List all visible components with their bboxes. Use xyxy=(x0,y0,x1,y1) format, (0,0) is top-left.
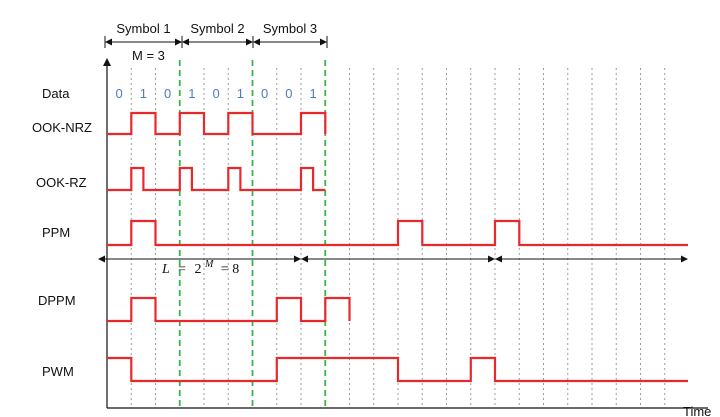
data-bit: 1 xyxy=(188,86,195,101)
ook-rz-waveform xyxy=(107,166,326,192)
frame-length-lhs: L xyxy=(161,262,170,277)
dppm-waveform xyxy=(107,296,351,323)
data-bit: 0 xyxy=(213,86,220,101)
ook-nrz-waveform xyxy=(107,111,327,136)
row-label-dppm: DPPM xyxy=(38,293,76,308)
waveforms xyxy=(107,111,688,383)
data-bits: 0 1 0 1 0 1 0 0 1 xyxy=(116,86,317,101)
row-label-ppm: PPM xyxy=(42,225,70,240)
frame-span-arrow-head-left xyxy=(301,255,308,263)
symbol-label: Symbol 2 xyxy=(190,21,244,36)
frame-span-arrow-head-left xyxy=(495,255,502,263)
data-bit: 1 xyxy=(310,86,317,101)
frame-length-rhs: = 8 xyxy=(221,262,239,277)
frame-span-arrow-head-right xyxy=(681,255,688,263)
frame-length-base: 2 xyxy=(194,262,201,277)
row-label-ook-nrz: OOK-NRZ xyxy=(32,120,92,135)
data-bit: 0 xyxy=(285,86,292,101)
symbol-span-arrow-head-right xyxy=(246,38,253,46)
frame-span-arrow-head-right xyxy=(488,255,495,263)
frame-length-label: L = 2 M = 8 xyxy=(161,256,239,277)
ppm-waveform xyxy=(107,219,688,247)
symbol-span-arrow-head-right xyxy=(175,38,182,46)
symbol-boundaries xyxy=(178,60,327,408)
data-bit: 0 xyxy=(116,86,123,101)
data-bit: 0 xyxy=(164,86,171,101)
row-label-data: Data xyxy=(42,86,70,101)
ppm-frame-arrows xyxy=(98,255,688,263)
pwm-waveform xyxy=(107,356,688,383)
symbol-span-arrow-head-left xyxy=(253,38,260,46)
symbol-label: Symbol 3 xyxy=(263,21,317,36)
data-bit: 1 xyxy=(140,86,147,101)
row-label-pwm: PWM xyxy=(42,364,74,379)
row-label-ook-rz: OOK-RZ xyxy=(36,175,87,190)
vertical-axis-arrowhead xyxy=(103,58,111,66)
time-axis-label: Time xyxy=(683,404,711,417)
frame-length-eq: = xyxy=(178,262,186,277)
frame-span-arrow-head-right xyxy=(294,255,301,263)
symbol-span-arrow-head-right xyxy=(320,38,327,46)
m-label: M = 3 xyxy=(132,48,165,63)
symbol-label: Symbol 1 xyxy=(116,21,170,36)
symbol-span-arrow-head-left xyxy=(105,38,112,46)
frame-length-exponent: M xyxy=(204,259,214,270)
symbol-span-arrow-head-left xyxy=(182,38,189,46)
data-bit: 0 xyxy=(261,86,268,101)
symbol-header: Symbol 1 Symbol 2 Symbol 3 xyxy=(104,21,328,48)
data-bit: 1 xyxy=(237,86,244,101)
frame-span-arrow-head-left xyxy=(98,255,105,263)
